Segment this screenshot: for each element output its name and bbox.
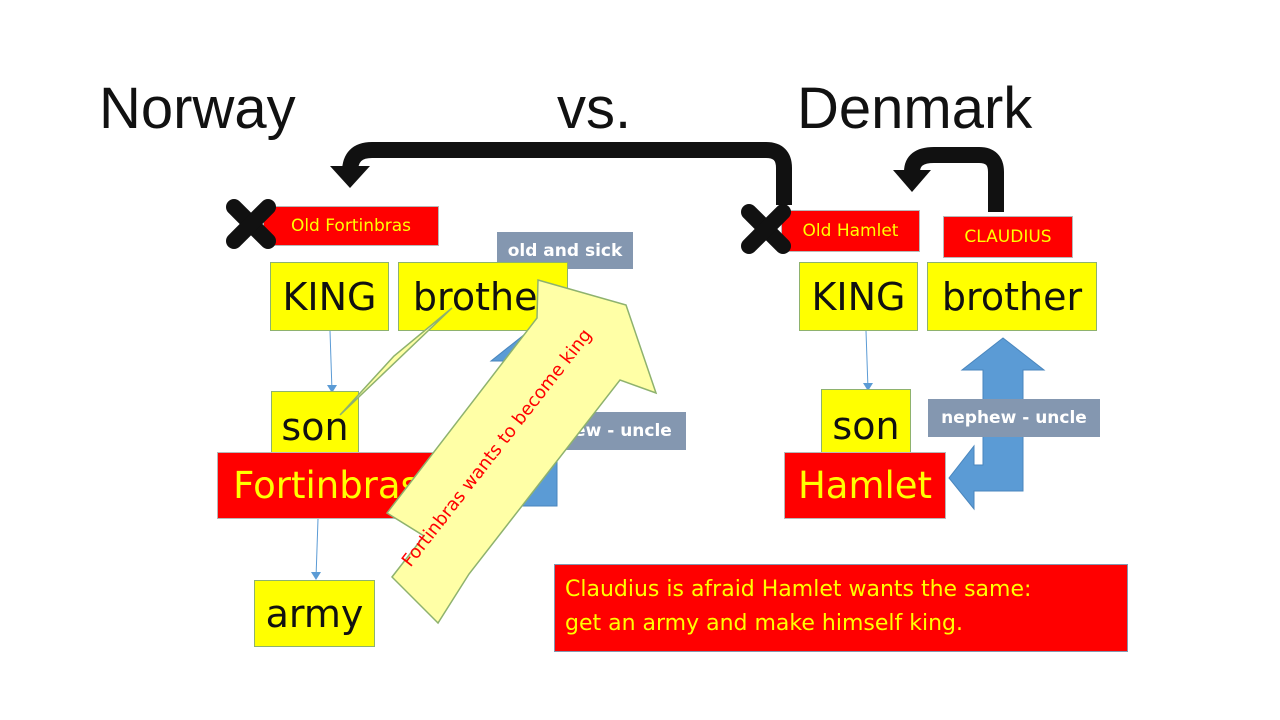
title-denmark: Denmark bbox=[797, 76, 1033, 141]
son-box-denmark: son bbox=[821, 389, 911, 462]
son-army-connector-norway bbox=[315, 518, 319, 579]
note-line-2: get an army and make himself king. bbox=[565, 611, 963, 636]
connector-arrowhead bbox=[311, 572, 321, 580]
x-mark-icon bbox=[226, 199, 276, 249]
note-line-1: Claudius is afraid Hamlet wants the same… bbox=[565, 577, 1032, 602]
title-vs: vs. bbox=[557, 76, 632, 141]
claudius-fear-note: Claudius is afraid Hamlet wants the same… bbox=[554, 564, 1128, 652]
curved-arrow-icon bbox=[893, 147, 1004, 212]
connector-arrowhead bbox=[327, 385, 337, 393]
curved-arrow-icon bbox=[330, 142, 792, 205]
son-box-norway: son bbox=[271, 391, 359, 463]
king-box-denmark: KING bbox=[799, 262, 918, 331]
nephew-uncle-label-denmark: nephew - uncle bbox=[928, 399, 1100, 437]
king-box-norway: KING bbox=[270, 262, 389, 331]
double-arrow-icon bbox=[339, 279, 658, 625]
title-norway: Norway bbox=[99, 76, 296, 141]
old-hamlet-label: Old Hamlet bbox=[781, 210, 920, 252]
x-mark-icon bbox=[741, 204, 791, 254]
army-box: army bbox=[254, 580, 375, 647]
claudius-label: CLAUDIUS bbox=[943, 216, 1073, 258]
king-son-connector-denmark bbox=[865, 330, 869, 390]
king-son-connector-norway bbox=[329, 330, 333, 392]
hamlet-box: Hamlet bbox=[784, 452, 946, 519]
brother-box-denmark: brother bbox=[927, 262, 1097, 331]
connector-arrowhead bbox=[863, 383, 873, 391]
old-fortinbras-label: Old Fortinbras bbox=[263, 206, 439, 246]
